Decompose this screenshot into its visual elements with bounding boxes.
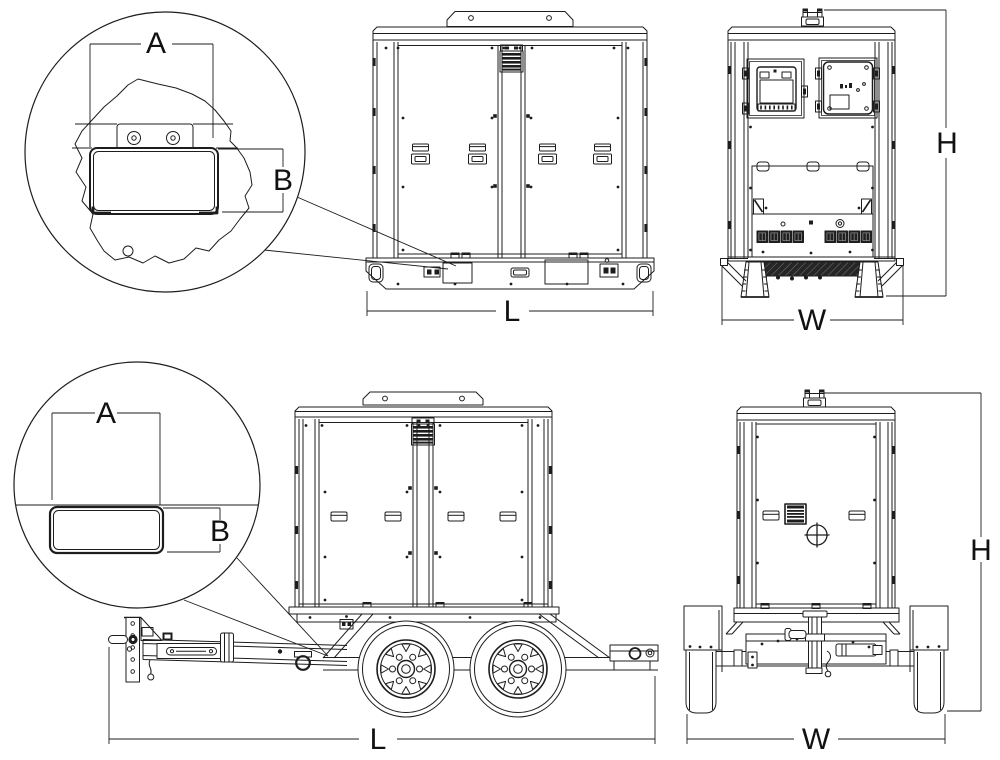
dim-label-b-skid: B bbox=[273, 164, 293, 197]
skid-base bbox=[365, 257, 655, 290]
fork-pocket bbox=[368, 263, 384, 283]
d-ring bbox=[295, 655, 311, 671]
dim-label-width-trailer: W bbox=[802, 723, 831, 756]
license-plate-location bbox=[442, 262, 473, 284]
dim-b-bracket bbox=[163, 507, 221, 553]
skid-side-view: L bbox=[365, 11, 655, 328]
dim-label-a-skid: A bbox=[146, 27, 166, 60]
skid-rear-view: H W bbox=[720, 8, 958, 337]
detail-leader-lines bbox=[183, 557, 329, 657]
center-post bbox=[412, 422, 434, 608]
plate-mount-bracket bbox=[116, 123, 194, 151]
height-dimension bbox=[824, 392, 982, 712]
dim-label-length-skid: L bbox=[504, 295, 521, 328]
dim-label-height-skid: H bbox=[936, 127, 958, 160]
width-dimension bbox=[686, 714, 946, 744]
skid-plate-detail-view: A B bbox=[24, 11, 457, 293]
license-plate bbox=[89, 147, 219, 215]
enclosure-body bbox=[372, 39, 648, 259]
control-panel-window bbox=[742, 58, 808, 119]
roof-cap bbox=[736, 406, 896, 420]
detail-leader-lines bbox=[263, 196, 457, 270]
dim-label-a-trailer: A bbox=[96, 397, 116, 430]
access-door-window bbox=[815, 57, 880, 119]
center-post bbox=[497, 45, 526, 258]
receptacle-panel bbox=[751, 214, 874, 258]
height-dimension bbox=[824, 9, 947, 297]
fender bbox=[909, 605, 949, 651]
trailer-deck bbox=[288, 606, 560, 615]
tire bbox=[685, 648, 717, 714]
tongue-jack bbox=[784, 610, 828, 674]
frame-skirts bbox=[322, 613, 611, 659]
rear-access-panel bbox=[751, 161, 874, 215]
lifting-bail bbox=[362, 391, 484, 406]
jack-post bbox=[220, 632, 234, 663]
trailer-tongue bbox=[108, 616, 348, 683]
front-vent bbox=[784, 503, 807, 525]
rear-bumper bbox=[609, 644, 659, 671]
base-handle bbox=[510, 267, 530, 278]
dim-label-b-trailer: B bbox=[210, 515, 230, 548]
chain-hook bbox=[825, 650, 831, 672]
safety-chain bbox=[148, 659, 152, 675]
license-plate bbox=[48, 505, 165, 555]
dim-a-bracket bbox=[89, 43, 214, 147]
coupler-latch bbox=[108, 635, 128, 644]
hitch-coupler-plate bbox=[125, 617, 140, 683]
dim-a-bracket bbox=[51, 412, 161, 505]
fork-pocket bbox=[636, 263, 652, 283]
torn-edge-outline bbox=[74, 78, 253, 264]
lifting-bail bbox=[446, 11, 574, 27]
dim-label-width-skid: W bbox=[798, 304, 827, 337]
enclosure-body bbox=[727, 39, 896, 262]
trailer-side-view: L bbox=[108, 391, 659, 756]
trailer-plate-detail-view: A B bbox=[13, 361, 329, 657]
enclosure-body bbox=[294, 416, 553, 611]
length-dimension bbox=[108, 647, 656, 744]
dim-label-length-trailer: L bbox=[370, 723, 387, 756]
outrigger-gussets bbox=[720, 258, 904, 287]
fender bbox=[683, 605, 723, 651]
enclosure-body bbox=[736, 419, 896, 611]
tie-down-bracket bbox=[599, 263, 619, 278]
tire bbox=[913, 648, 945, 714]
roof-cap bbox=[727, 26, 896, 40]
dim-b-bracket bbox=[218, 148, 284, 213]
width-dimension bbox=[721, 266, 904, 325]
dim-label-height-trailer: H bbox=[970, 534, 992, 567]
trailer-front-view: H W bbox=[683, 389, 992, 756]
roof-cap bbox=[372, 26, 648, 40]
detail-circle bbox=[13, 361, 261, 609]
controller-screen bbox=[759, 79, 794, 104]
length-dimension bbox=[366, 291, 654, 316]
fuel-fill-crosshair bbox=[804, 522, 830, 548]
base-grille bbox=[752, 261, 872, 277]
